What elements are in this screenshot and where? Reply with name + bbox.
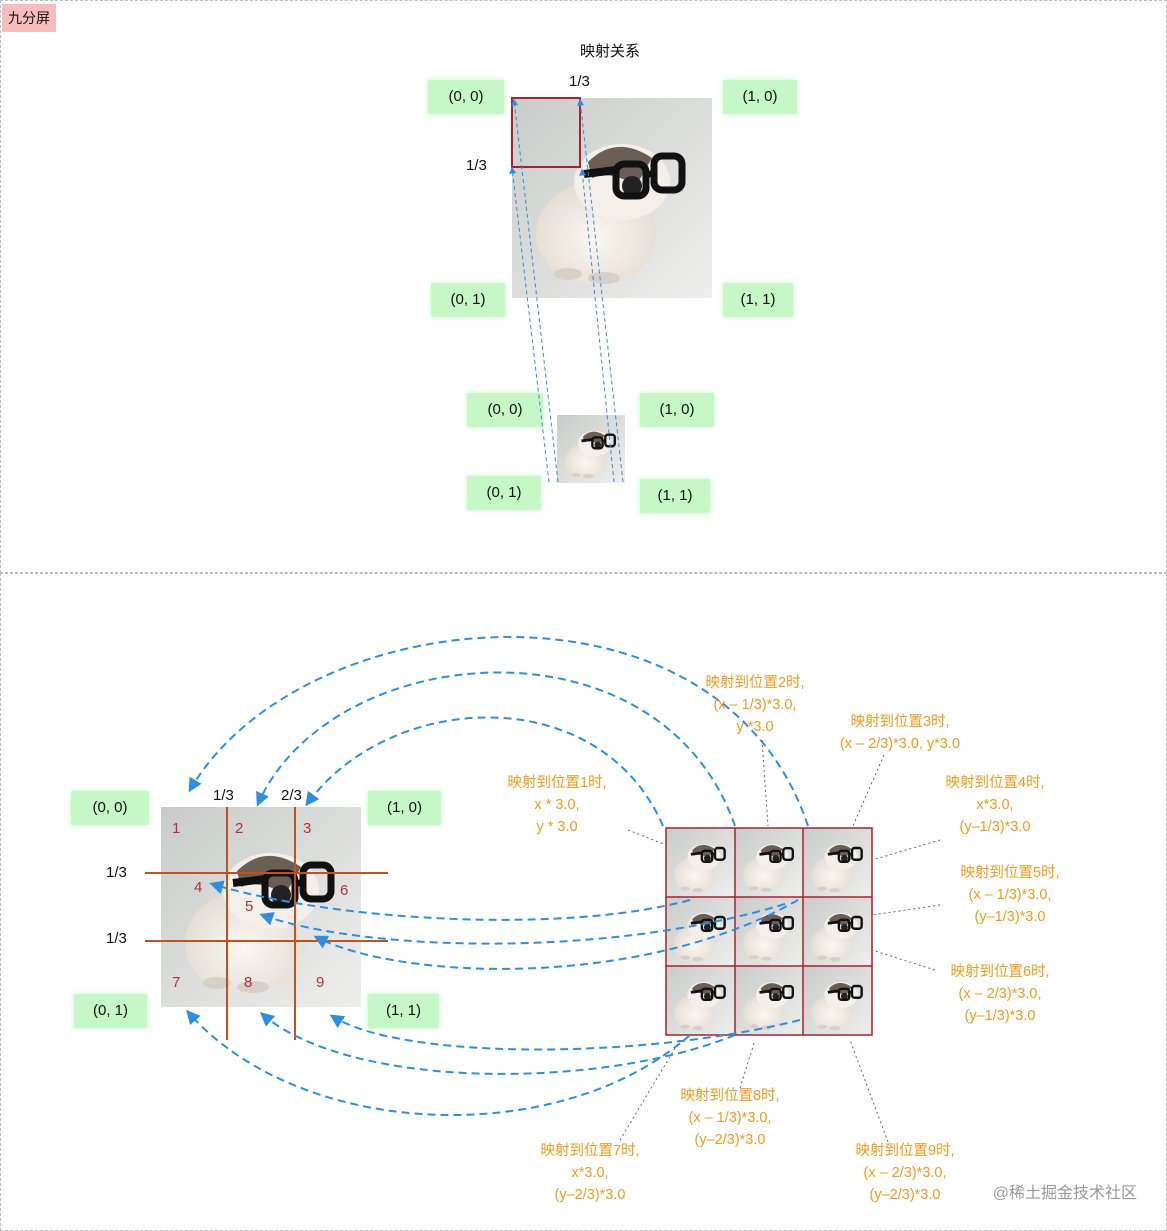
cell-number-2: 2: [235, 820, 244, 837]
mapping-label-1: 映射到位置1时, x * 3.0, y * 3.0: [507, 775, 607, 835]
panel-badge: 九分屏: [2, 4, 56, 32]
cell-number-3: 3: [303, 820, 312, 837]
mapping-label-4: 映射到位置4时, x*3.0, (y–1/3)*3.0: [945, 775, 1045, 835]
coord-tr: (1, 0): [723, 80, 797, 114]
left-fraction-label: 1/3: [466, 157, 487, 174]
coord-br: (1, 1): [723, 283, 793, 317]
crop-region: [511, 97, 581, 168]
cell-number-8: 8: [244, 974, 253, 991]
mapping-label-2: 映射到位置2时, (x – 1/3)*3.0, y *3.0: [705, 675, 805, 735]
small-coord-bl: (0, 1): [467, 476, 541, 510]
mapping-label-8: 映射到位置8时, (x – 1/3)*3.0, (y–2/3)*3.0: [680, 1088, 780, 1148]
mapping-label-5: 映射到位置5时, (x – 1/3)*3.0, (y–1/3)*3.0: [960, 865, 1060, 925]
bottom-mapping-arrows: [186, 636, 809, 1116]
mapping-label-9: 映射到位置9时, (x – 2/3)*3.0, (y–2/3)*3.0: [855, 1143, 955, 1203]
coord-tl: (0, 0): [428, 80, 504, 114]
grid-fraction-left-1: 1/3: [106, 864, 127, 881]
hamster-image-small: [557, 415, 625, 483]
grid-fraction-top-1: 1/3: [213, 787, 234, 804]
grid-fraction-left-2: 1/3: [106, 930, 127, 947]
leader-lines: [619, 739, 941, 1143]
cell-number-6: 6: [340, 882, 349, 899]
grid-lines: [145, 807, 388, 1040]
mapping-label-3: 映射到位置3时, (x – 2/3)*3.0, y*3.0: [839, 714, 961, 752]
cell-number-9: 9: [316, 974, 325, 991]
mapping-title: 映射关系: [580, 43, 641, 60]
nine-grid-output: [665, 827, 873, 1036]
mapping-label-6: 映射到位置6时, (x – 2/3)*3.0, (y–1/3)*3.0: [950, 964, 1050, 1024]
cell-number-7: 7: [172, 974, 181, 991]
cell-number-4: 4: [194, 879, 203, 896]
small-coord-br: (1, 1): [640, 479, 710, 513]
grid-coord-bl: (0, 1): [74, 994, 147, 1028]
top-fraction-label: 1/3: [569, 73, 590, 90]
mapping-label-7: 映射到位置7时, x*3.0, (y–2/3)*3.0: [540, 1143, 640, 1203]
grid-fraction-top-2: 2/3: [281, 787, 302, 804]
hamster-image-large: [512, 98, 712, 298]
watermark: @稀土掘金技术社区: [992, 1185, 1137, 1202]
grid-coord-tr: (1, 0): [368, 791, 441, 825]
small-coord-tl: (0, 0): [467, 393, 543, 427]
coord-bl: (0, 1): [431, 283, 505, 317]
small-coord-tr: (1, 0): [640, 393, 714, 427]
grid-coord-tl: (0, 0): [71, 791, 149, 825]
top-mapping-arrows: [509, 98, 624, 483]
cell-number-5: 5: [245, 898, 254, 915]
cell-number-1: 1: [172, 820, 181, 837]
grid-coord-br: (1, 1): [368, 994, 439, 1028]
